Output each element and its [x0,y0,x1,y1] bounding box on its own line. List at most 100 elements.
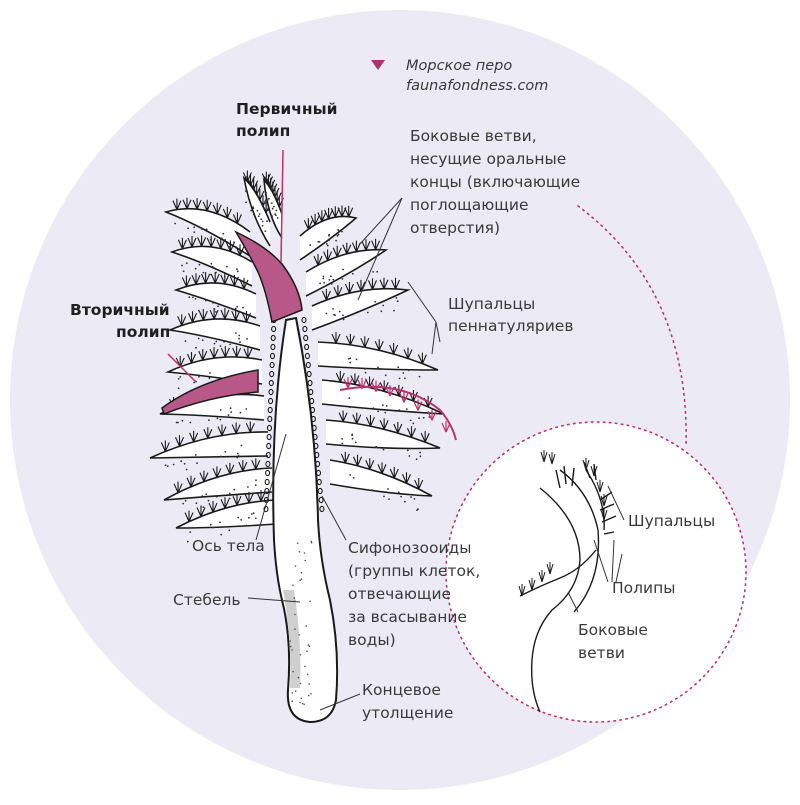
stipple-dot [239,411,242,414]
stipple-dot [215,271,217,274]
tentacle-tuft [225,462,235,475]
tentacle-tuft [351,240,361,252]
stipple-dot [355,358,358,361]
tentacle-tuft [177,237,187,249]
tentacle-tuft [377,462,387,474]
stipple-dot [194,267,197,270]
stalk-stipple [298,634,301,636]
stipple-dot [383,495,385,498]
tentacle-tuft [261,171,271,183]
stipple-dot [258,213,261,215]
stipple-dot [413,498,416,500]
stalk-stipple [294,565,297,567]
siphonozooid [264,487,270,495]
stipple-dot [375,445,378,448]
stipple-dot [409,419,412,422]
stipple-dot [197,337,200,340]
stipple-dot [198,263,201,266]
stipple-dot [395,297,398,299]
tentacle-tuft [323,249,333,261]
stipple-dot [341,230,343,233]
stipple-dot [205,299,207,302]
tentacle-tuft [186,352,197,364]
stipple-dot [412,422,415,425]
stipple-dot [181,264,183,267]
siphonozooid [309,406,316,414]
stalk-stipple [299,579,301,581]
stipple-dot [197,309,200,312]
label-siphonozooids-4: за всасывание [348,608,467,626]
tentacle-tuft [243,346,253,358]
siphonozooid [266,442,272,450]
stipple-dot [349,361,352,364]
siphonozooid [271,325,277,333]
tentacle-tuft [374,339,384,351]
stipple-dot [332,278,335,281]
stipple-dot [245,408,248,410]
stipple-dot [265,202,267,205]
tentacle-tuft [212,202,222,214]
stipple-dot [338,310,341,313]
stipple-dot [267,209,270,212]
tentacle-tuft [239,277,249,290]
stalk-stipple [300,571,303,574]
inset-tentacle [528,578,536,591]
siphonozooid [309,397,315,405]
stalk-stipple [294,613,296,616]
stipple-dot [198,375,200,378]
stipple-dot [372,407,375,410]
tentacle-tuft [340,451,350,464]
stipple-dot [230,411,233,413]
stipple-dot [196,462,198,465]
tentacle-tuft [232,345,242,358]
siphonozooid [308,388,314,396]
stipple-dot [172,463,175,466]
pink-tentacle [427,409,437,421]
pink-tentacle [441,421,451,433]
stipple-dot [338,230,340,232]
tentacle-tuft [350,373,360,385]
inset-polyp-tentacles [518,450,608,597]
inset-tentacle [582,458,590,471]
stipple-dot [349,474,352,476]
siphonozooid [306,370,312,378]
siphonozooid [269,361,275,369]
stipple-dot [352,477,355,479]
label-siphonozooids-2: (группы клеток, [348,562,481,580]
stipple-dot [354,441,357,444]
tentacle-tuft [321,289,331,301]
pink-tentacle [399,391,409,403]
stalk-stipple [291,692,294,694]
tentacle-tuft [196,505,206,517]
stipple-dot [193,381,196,384]
frond-6 [149,431,269,459]
stipple-dot [381,404,384,407]
inset-label-tentacles: Шупальцы [628,512,716,530]
stipple-dot [325,312,328,315]
stipple-dot [187,227,190,230]
stipple-dot [216,417,219,420]
tentacle-tuft [216,237,226,249]
tentacle-tuft [202,199,212,212]
label-siphonozooids-3: отвечающие [348,585,452,603]
label-tentacles-1: Шупальцы [448,295,536,313]
inset-tentacle [600,494,608,507]
tentacle-tuft [356,279,366,292]
siphonozooid [304,352,310,360]
siphonozooid [268,379,274,387]
stipple-dot [270,202,273,205]
stipple-dot [166,465,169,467]
stipple-dot [236,456,239,459]
siphonozooid [269,352,276,360]
stipple-dot [398,409,401,411]
stipple-dot [268,197,270,200]
stipple-dot [185,262,188,265]
tentacle-tuft [379,277,389,289]
tentacle-tuft [174,435,185,447]
stipple-dot [215,340,218,343]
stipple-dot [213,342,216,345]
tentacle-tuft [182,197,192,209]
stipple-dot [219,418,222,421]
stipple-dot [393,309,395,312]
label-lateral-branches-3: концы (включающие [410,173,581,191]
